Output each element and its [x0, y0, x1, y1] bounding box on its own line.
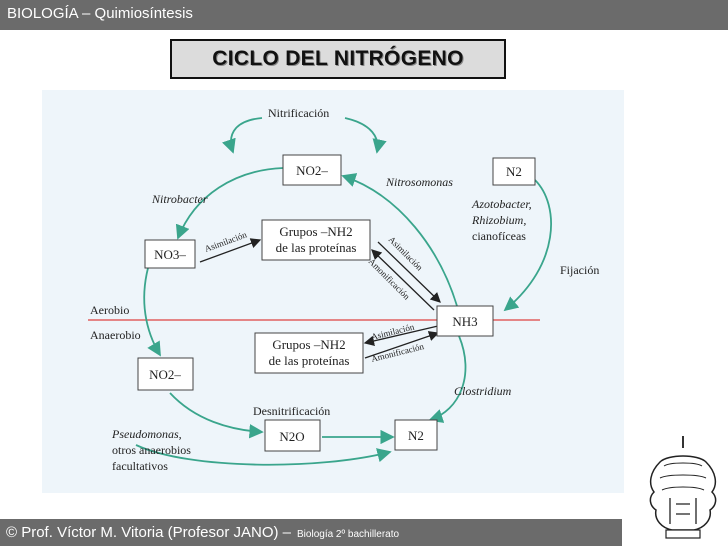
nitrificacion-label: Nitrificación: [268, 106, 329, 120]
n2o-box: [264, 419, 321, 452]
amonificacion-top-label: Amonificación: [367, 256, 413, 302]
facultativos-label: facultativos: [112, 459, 168, 473]
anaerobio-label: Anaerobio: [90, 328, 141, 342]
n2o-label: N2O: [279, 429, 304, 444]
grupos-top-line1: Grupos –NH2: [279, 224, 352, 239]
grupos-nh2-top-box: [261, 219, 371, 261]
aerobio-label: Aerobio: [90, 303, 129, 317]
asimilacion-top-label: Asimilación: [387, 234, 426, 273]
slide-title-box: CICLO DEL NITRÓGENO: [170, 39, 506, 79]
grupos-bottom-line1: Grupos –NH2: [272, 337, 345, 352]
nitrobacter-label: Nitrobacter: [151, 192, 208, 206]
janus-head-icon: [649, 436, 717, 539]
grupos-nh2-bottom-box: [254, 332, 364, 374]
azotobacter-label: Azotobacter,: [471, 197, 532, 211]
no3-box: [144, 239, 196, 269]
n2-bottom-label: N2: [408, 428, 424, 443]
pseudomonas-label: Pseudomonas,: [111, 427, 182, 441]
grupos-top-line2: de las proteínas: [276, 240, 357, 255]
cianoficeas-label: cianofíceas: [472, 229, 526, 243]
nh3-box: [436, 305, 494, 337]
n2-top-box: [492, 157, 536, 186]
rhizobium-label: Rhizobium,: [471, 213, 526, 227]
grupos-bottom-line2: de las proteínas: [269, 353, 350, 368]
no2-bottom-label: NO2–: [149, 367, 181, 382]
footer-bar: © Prof. Víctor M. Vitoria (Profesor JANO…: [0, 519, 622, 546]
desnitrificacion-label: Desnitrificación: [253, 404, 330, 418]
footer-credit: © Prof. Víctor M. Vitoria (Profesor JANO…: [6, 524, 292, 541]
no2-bottom-box: [137, 357, 194, 391]
header-bar: BIOLOGÍA – Quimiosíntesis: [0, 0, 728, 30]
footer-course: Biología 2º bachillerato: [297, 529, 400, 540]
n2-bottom-box: [394, 419, 438, 451]
asimilacion-no3-label: Asimilación: [203, 229, 248, 254]
clostridium-label: Clostridium: [454, 384, 512, 398]
footer-credit-wrap: © Prof. Víctor M. Vitoria (Profesor JANO…: [6, 524, 399, 541]
n2-top-label: N2: [506, 164, 522, 179]
asimilacion-bottom-label: Asimilación: [370, 321, 416, 341]
fijacion-label: Fijación: [560, 263, 599, 277]
no2-top-box: [282, 154, 342, 186]
amonificacion-bottom-label: Amonificación: [370, 341, 425, 364]
no2-top-label: NO2–: [296, 163, 328, 178]
slide-title: CICLO DEL NITRÓGENO: [212, 47, 464, 70]
no3-label: NO3–: [154, 247, 186, 262]
exchange-arrows: [199, 238, 441, 359]
nh3-label: NH3: [452, 314, 477, 329]
nitrosomonas-label: Nitrosomonas: [385, 175, 453, 189]
otros-anaerobios-label: otros anaerobios: [112, 443, 191, 457]
header-title: BIOLOGÍA – Quimiosíntesis: [7, 5, 193, 22]
cycle-arrows: [135, 117, 552, 466]
